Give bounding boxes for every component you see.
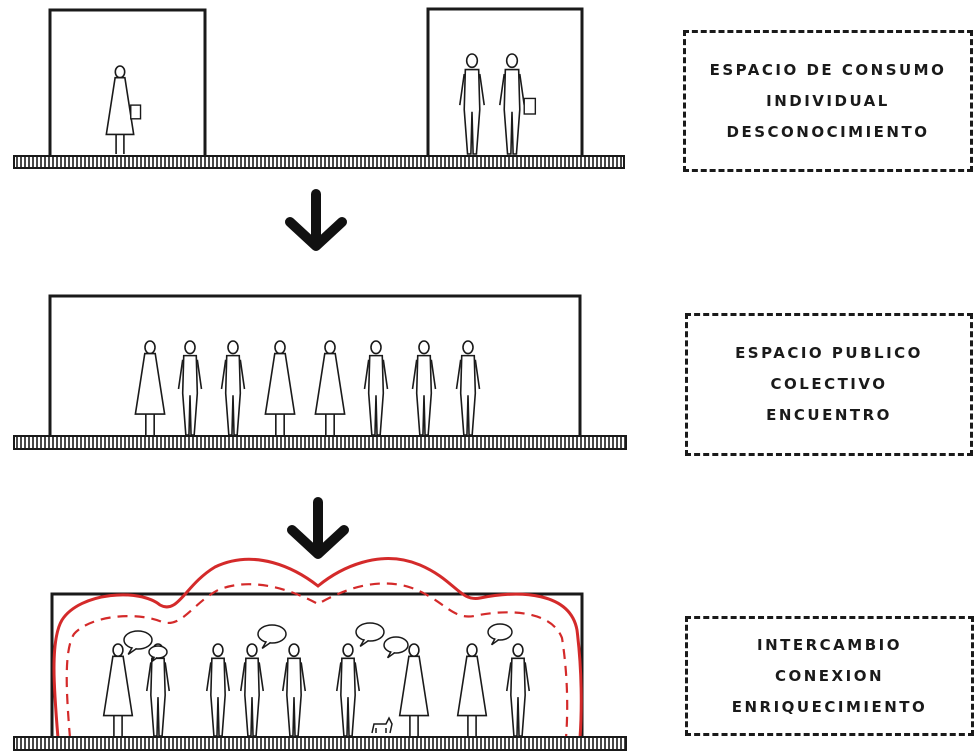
building-box-left <box>48 8 207 158</box>
down-arrow-1 <box>285 189 347 251</box>
person-figure <box>314 340 346 435</box>
down-arrow-2 <box>287 497 349 559</box>
label-line: DESCONOCIMIENTO <box>726 122 930 141</box>
person-figure <box>239 643 265 737</box>
speech-bubble-icon <box>383 636 409 659</box>
speech-bubble-icon <box>487 623 513 646</box>
person-figure <box>220 340 246 436</box>
red-envelope-inner <box>65 582 569 739</box>
speech-bubbles <box>123 622 513 663</box>
building-box-collective <box>48 294 582 437</box>
person-figure <box>102 643 134 736</box>
ground-slab <box>13 736 627 751</box>
person-figure <box>411 340 437 436</box>
speech-bubble-icon <box>148 645 168 663</box>
label-box-exchange: INTERCAMBIO CONEXION ENRIQUECIMIENTO <box>685 616 974 736</box>
person-figure <box>455 340 481 436</box>
label-line: CONEXION <box>774 666 884 685</box>
speech-bubble-icon <box>355 622 385 648</box>
label-line: INTERCAMBIO <box>757 635 902 654</box>
label-line: ENRIQUECIMIENTO <box>731 697 928 716</box>
stage-individual <box>13 7 625 169</box>
label-line: ESPACIO PUBLICO <box>735 344 923 362</box>
person-figure <box>177 340 203 436</box>
stage-exchange <box>13 557 627 751</box>
person-figure <box>458 53 486 155</box>
person-figure <box>105 65 142 154</box>
person-figure <box>145 643 171 737</box>
label-line: ESPACIO DE CONSUMO <box>709 60 947 79</box>
ground-slab <box>13 435 627 450</box>
label-box-collective: ESPACIO PUBLICO COLECTIVO ENCUENTRO <box>685 313 973 456</box>
red-envelope-outer <box>52 557 583 739</box>
person-figure <box>363 340 389 436</box>
building-box-right <box>426 7 584 156</box>
person-figure <box>134 340 166 435</box>
label-line: ENCUENTRO <box>766 406 892 424</box>
person-figure <box>281 643 307 737</box>
person-figure <box>398 643 430 736</box>
label-box-individual: ESPACIO DE CONSUMO INDIVIDUAL DESCONOCIM… <box>683 30 973 172</box>
person-figure <box>498 53 537 155</box>
speech-bubble-icon <box>257 624 287 650</box>
person-figure <box>456 643 488 736</box>
people-figures <box>102 53 537 737</box>
building-box-exchange <box>50 592 584 738</box>
person-figure <box>505 643 531 737</box>
ground-slab <box>13 155 625 169</box>
speech-bubble-icon <box>123 630 153 656</box>
dog-figure <box>371 716 393 734</box>
person-figure <box>335 643 361 737</box>
label-line: COLECTIVO <box>770 375 888 393</box>
person-figure <box>205 643 231 737</box>
person-figure <box>264 340 296 435</box>
label-line: INDIVIDUAL <box>766 91 890 110</box>
stage-collective <box>13 294 627 450</box>
